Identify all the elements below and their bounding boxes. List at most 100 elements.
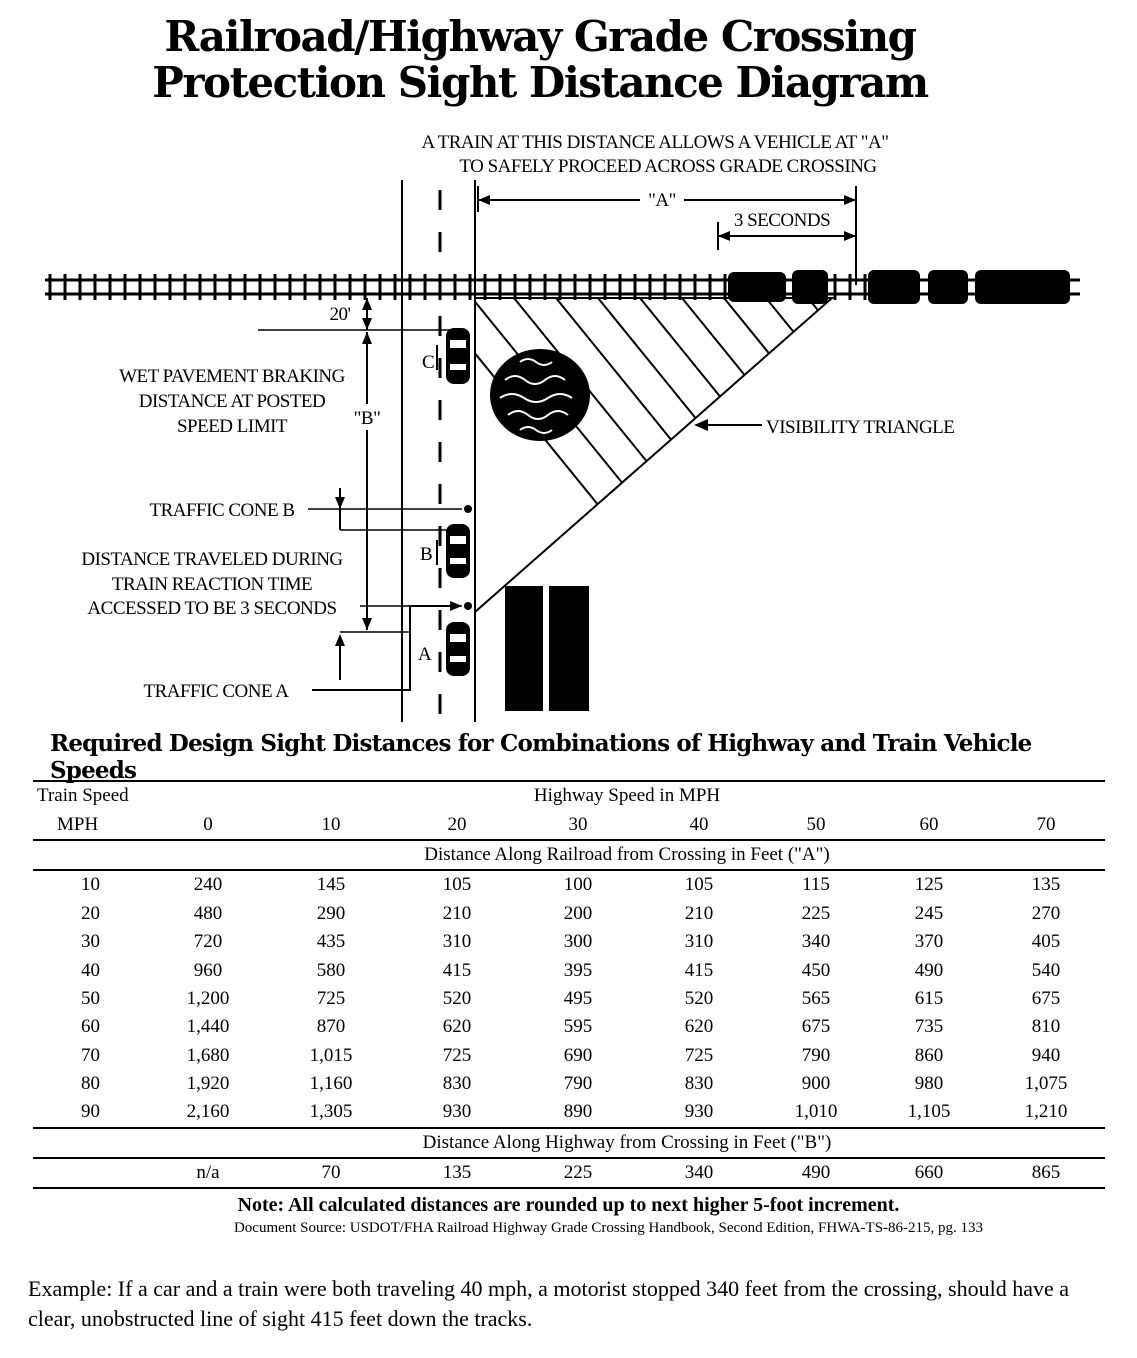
table-cell: 1,160 xyxy=(309,1073,353,1095)
table-cell: 830 xyxy=(684,1073,714,1095)
highway-speed-col-header: 30 xyxy=(519,810,637,841)
document-source: Document Source: USDOT/FHA Railroad High… xyxy=(233,1220,984,1236)
train-speed-cell: 60 xyxy=(81,1016,100,1038)
table-cell: 2,160 xyxy=(186,1101,230,1123)
table-cell: 940 xyxy=(1031,1044,1061,1066)
table-cell: 210 xyxy=(442,902,472,924)
highway-speed-col-header: 0 xyxy=(149,810,267,841)
visibility-triangle-callout xyxy=(694,419,762,431)
table-cell: 1,680 xyxy=(186,1044,230,1066)
top-note-line1: A TRAIN AT THIS DISTANCE ALLOWS A VEHICL… xyxy=(422,132,889,153)
table-cell: 495 xyxy=(563,987,593,1009)
three-seconds-label: 3 SECONDS xyxy=(734,210,830,231)
b-value-cell: n/a xyxy=(149,1158,267,1190)
table-cell: 145 xyxy=(316,874,346,896)
rounding-note: Note: All calculated distances are round… xyxy=(237,1194,900,1216)
dimension-a-label: "A" xyxy=(648,190,676,211)
table-cell: 690 xyxy=(563,1044,593,1066)
table-cell: 415 xyxy=(684,959,714,981)
railroad-ties xyxy=(48,274,867,300)
table-cell: 490 xyxy=(914,959,944,981)
train-speed-cell: 50 xyxy=(81,987,100,1009)
table-cell: 1,075 xyxy=(1024,1073,1068,1095)
table-cell: 105 xyxy=(684,874,714,896)
table-cell: 1,200 xyxy=(186,987,230,1009)
highway-speed-col-header: 20 xyxy=(395,810,519,841)
table-cell: 310 xyxy=(684,931,714,953)
table-cell: 340 xyxy=(801,931,831,953)
table-cell: 960 xyxy=(193,959,223,981)
table-cell: 790 xyxy=(563,1073,593,1095)
table-cell: 620 xyxy=(684,1016,714,1038)
table-cell: 1,010 xyxy=(794,1101,838,1123)
distance-traveled-line2: TRAIN REACTION TIME xyxy=(112,574,312,595)
highway-speed-col-header: 10 xyxy=(267,810,395,841)
table-cell: 1,305 xyxy=(309,1101,353,1123)
train-speed-cell: 30 xyxy=(81,931,100,953)
section-a-label: Distance Along Railroad from Crossing in… xyxy=(149,839,1105,872)
b-value-cell: 490 xyxy=(761,1158,871,1190)
b-value-cell: 340 xyxy=(637,1158,761,1190)
table-cell: 720 xyxy=(193,931,223,953)
railroad-track xyxy=(45,274,1080,300)
train-speed-cell: 70 xyxy=(81,1044,100,1066)
table-cell: 810 xyxy=(1031,1016,1061,1038)
dimension-b: "B" xyxy=(348,332,388,630)
train-speed-header: Train Speed xyxy=(33,779,149,811)
table-cell: 1,105 xyxy=(907,1101,951,1123)
table-cell: 435 xyxy=(316,931,346,953)
top-note-line2: TO SAFELY PROCEED ACROSS GRADE CROSSING xyxy=(459,156,877,177)
b-value-cell: 865 xyxy=(987,1158,1105,1190)
train xyxy=(728,270,1070,304)
table-cell: 105 xyxy=(442,874,472,896)
car-b-label: B xyxy=(420,544,432,565)
tree-obstruction xyxy=(490,349,590,441)
twenty-ft-label: 20' xyxy=(330,304,351,325)
table-cell: 395 xyxy=(563,959,593,981)
table-cell: 450 xyxy=(801,959,831,981)
highway-speed-col-header: 60 xyxy=(871,810,987,841)
car-a-label: A xyxy=(418,644,432,665)
distance-traveled-line1: DISTANCE TRAVELED DURING xyxy=(81,549,343,570)
train-speed-cell: 80 xyxy=(81,1073,100,1095)
mph-header: MPH xyxy=(33,810,149,841)
car-c xyxy=(446,328,470,384)
table-cell: 1,210 xyxy=(1024,1101,1068,1123)
traffic-cone-a-callout xyxy=(312,601,462,691)
page-title-line1: Railroad/Highway Grade Crossing xyxy=(164,12,917,61)
table-cell: 675 xyxy=(1031,987,1061,1009)
table-cell: 135 xyxy=(1031,874,1061,896)
highway-speed-col-header: 70 xyxy=(987,810,1105,841)
highway-speed-col-header: 50 xyxy=(761,810,871,841)
train-speed-cell: 40 xyxy=(81,959,100,981)
table-cell: 540 xyxy=(1031,959,1061,981)
sight-distance-diagram: A TRAIN AT THIS DISTANCE ALLOWS A VEHICL… xyxy=(45,132,1080,722)
dimension-a: "A" xyxy=(477,186,857,285)
table-cell: 270 xyxy=(1031,902,1061,924)
table-cell: 595 xyxy=(563,1016,593,1038)
b-value-cell: 225 xyxy=(519,1158,637,1190)
table-cell: 930 xyxy=(442,1101,472,1123)
table-cell: 415 xyxy=(442,959,472,981)
table-cell: 1,920 xyxy=(186,1073,230,1095)
building xyxy=(505,586,589,711)
table-cell: 565 xyxy=(801,987,831,1009)
car-b xyxy=(446,524,470,578)
table-cell: 300 xyxy=(563,931,593,953)
traffic-cone-b-label: TRAFFIC CONE B xyxy=(149,500,294,521)
table-cell: 615 xyxy=(914,987,944,1009)
train-speed-cell: 90 xyxy=(81,1101,100,1123)
table-cell: 370 xyxy=(914,931,944,953)
table-cell: 675 xyxy=(801,1016,831,1038)
dimension-b-label: "B" xyxy=(354,408,381,429)
table-cell: 620 xyxy=(442,1016,472,1038)
wet-pavement-line1: WET PAVEMENT BRAKING xyxy=(119,366,346,387)
